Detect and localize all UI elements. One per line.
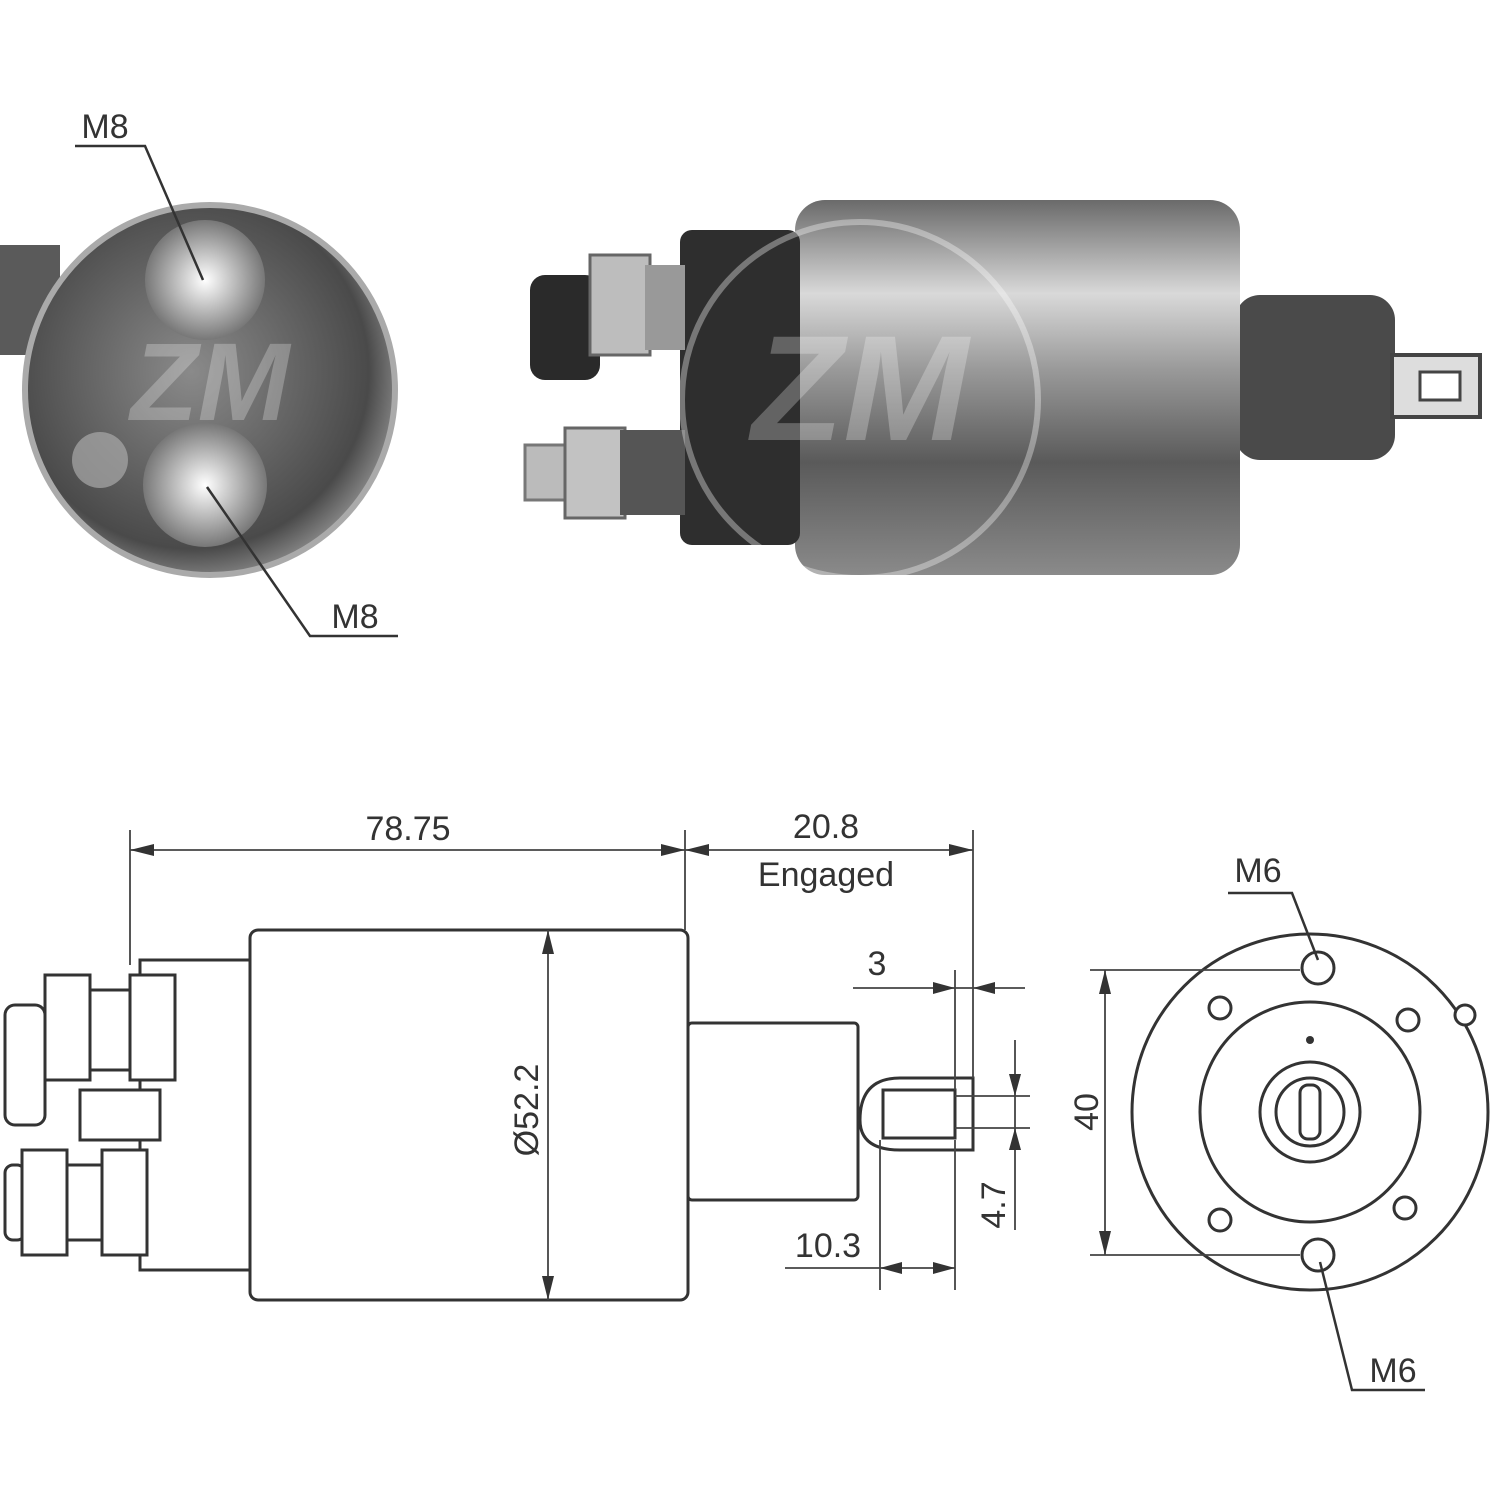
thread-label: M8: [81, 108, 128, 146]
washer-top: [88, 988, 132, 1072]
stud-bottom: [523, 443, 572, 502]
terminal-base: [78, 1088, 162, 1142]
end-view-drawing: 40 M6 M6: [1068, 852, 1490, 1392]
watermark-logo: ZM: [128, 321, 292, 444]
terminal-stud-bottom: [143, 423, 267, 547]
washer-bottom: [620, 430, 685, 515]
arrowheads: [1009, 1074, 1021, 1150]
dim-body-diameter: Ø52.2: [508, 1064, 546, 1157]
nut-bottom-2: [100, 1148, 149, 1257]
leader-line: [1318, 1261, 1425, 1392]
nut-top-1: [43, 973, 92, 1082]
watermark-logo: ZM: [748, 304, 972, 472]
side-photo: ZM: [523, 200, 1482, 581]
leader-line: [75, 144, 205, 281]
nut-bottom: [563, 426, 627, 520]
label-m8-top: M8: [75, 108, 205, 281]
eye-slot: [1418, 370, 1462, 402]
dimension-plunger-travel: [685, 830, 974, 1078]
terminal-hardware: [3, 958, 252, 1272]
plunger-housing: [686, 1021, 860, 1202]
small-terminal: [72, 432, 128, 488]
dimension-mount-spacing: [1090, 969, 1300, 1256]
arrowheads: [933, 982, 995, 994]
washer-bottom: [65, 1163, 104, 1242]
mount-hole-top-label: M6: [1234, 852, 1281, 890]
dim-eye-thickness: 3: [868, 945, 887, 983]
watermark-ring: [679, 219, 1041, 581]
dim-eye-length: 10.3: [795, 1227, 861, 1265]
screw-hole: [1395, 1007, 1421, 1033]
dimension-eye-length: [785, 1140, 956, 1290]
side-drawing: 78.75 20.8 Engaged 3 Ø52.2 4.7 10.3: [3, 808, 1030, 1302]
mount-hole-bottom: [1300, 1237, 1336, 1273]
screw-hole: [1392, 1195, 1418, 1221]
screw-hole: [1207, 995, 1233, 1021]
end-cap: [22, 202, 398, 578]
eye-slot: [881, 1088, 957, 1140]
thread-label: M8: [331, 598, 378, 636]
dim-plunger-travel: 20.8: [793, 808, 859, 846]
stud-top-cap: [530, 275, 600, 380]
plunger-state-label: Engaged: [758, 856, 894, 894]
flange-tab: [1453, 1003, 1477, 1027]
washer-top: [645, 265, 685, 350]
terminal-stud-top: [145, 220, 265, 340]
nut-bottom-1: [20, 1148, 69, 1257]
leader-line: [205, 486, 398, 638]
dim-body-length: 78.75: [365, 810, 450, 848]
stud-top: [3, 1003, 47, 1127]
marker-dot: [1306, 1036, 1314, 1044]
terminal-block: [680, 230, 800, 545]
dim-mount-spacing: 40: [1068, 1093, 1106, 1131]
plunger-slot: [1298, 1083, 1322, 1141]
mount-hole-bottom-label: M6: [1369, 1352, 1416, 1390]
end-photo: ZM: [0, 202, 398, 578]
mount-hole-top: [1300, 950, 1336, 986]
arrowheads: [880, 1262, 955, 1274]
dimension-body-length: [129, 830, 686, 965]
nut-top-2: [128, 973, 177, 1082]
dim-slot-width: 4.7: [975, 1181, 1013, 1228]
leader-line: [1228, 891, 1320, 961]
label-m8-bottom: M8: [205, 486, 398, 638]
body-outline: [248, 928, 690, 1302]
screw-hole: [1207, 1207, 1233, 1233]
solenoid-body: [795, 200, 1240, 575]
plunger-boot: [1235, 295, 1395, 460]
nut-top: [588, 253, 652, 357]
